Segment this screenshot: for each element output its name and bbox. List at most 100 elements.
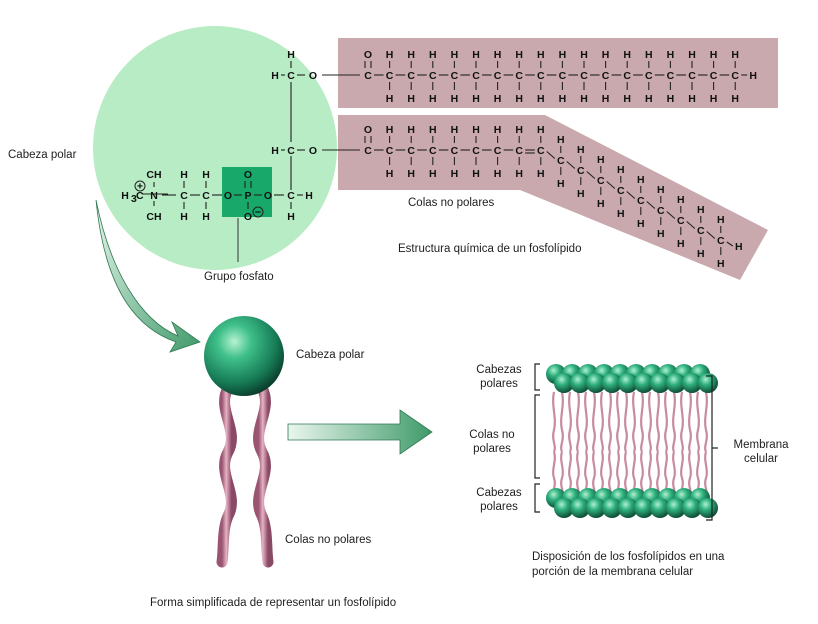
- negative-charge-icon: [252, 206, 264, 218]
- membrane-head-top-front: [666, 373, 686, 393]
- label-grupo-fosfato: Grupo fosfato: [204, 271, 274, 283]
- membrane-tail-upper: [664, 391, 668, 453]
- membrane-head-bottom-front: [570, 498, 590, 518]
- atom-o: O: [364, 49, 372, 61]
- atom-h: H: [451, 124, 459, 136]
- membrane-head-bottom-front: [682, 498, 702, 518]
- membrane-tail-upper: [688, 391, 692, 453]
- atom-h: H: [429, 124, 437, 136]
- atom-h: H: [617, 164, 625, 176]
- atom-h: H: [537, 49, 545, 61]
- atom-h: H: [667, 49, 675, 61]
- membrane-head-top-front: [682, 373, 702, 393]
- atom-c: C: [287, 190, 295, 202]
- membrane-head-bottom-front: [618, 498, 638, 518]
- atom-h: H: [407, 93, 415, 105]
- label-estructura-quimica: Estructura química de un fosfolípido: [398, 243, 582, 255]
- tail-band-lower: [338, 115, 768, 280]
- atom-c: C: [287, 70, 295, 82]
- atom-h: H: [494, 124, 502, 136]
- atom-h: H: [657, 184, 665, 196]
- atom-h: H: [407, 124, 415, 136]
- atom-c: C: [688, 70, 696, 82]
- atom-h: H: [429, 168, 437, 180]
- atom-h: H: [180, 169, 188, 181]
- atom-h: H: [537, 124, 545, 136]
- membrane-head-bottom-front: [650, 498, 670, 518]
- atom-h: H: [645, 49, 653, 61]
- membrane-tail-upper: [584, 391, 588, 453]
- membrane-tail-upper: [672, 391, 676, 453]
- membrane-tail-upper: [560, 391, 564, 453]
- bond: [566, 161, 576, 169]
- atom-c: C: [677, 215, 685, 227]
- atom-c-methyl: C: [136, 190, 144, 202]
- membrane-tail-upper: [696, 391, 700, 453]
- atom-h: H: [451, 49, 459, 61]
- bond: [706, 231, 716, 239]
- atom-h: H: [667, 93, 675, 105]
- atom-c: C: [515, 70, 523, 82]
- membrane-tail-upper: [600, 391, 604, 453]
- atom-h: H: [386, 49, 394, 61]
- atom-c: C: [494, 70, 502, 82]
- atom-h: H: [271, 70, 279, 82]
- atom-h: H: [287, 211, 295, 223]
- atom-c: C: [494, 145, 502, 157]
- atom-h: H: [271, 145, 279, 157]
- arrow-to-simplified: [95, 199, 201, 353]
- atom-h: H: [494, 93, 502, 105]
- membrane-bilayer: [546, 364, 718, 518]
- atom-h: H: [407, 168, 415, 180]
- membrane-head-bottom-front: [554, 498, 574, 518]
- membrane-tail-upper: [632, 391, 636, 453]
- membrane-tail-upper: [680, 391, 684, 453]
- atom-o: O: [244, 169, 252, 181]
- label-disposicion-1: Disposición de los fosfolípidos en una: [532, 551, 725, 563]
- atom-h: H: [494, 49, 502, 61]
- atom-c: C: [407, 70, 415, 82]
- membrane-head-bottom-front: [586, 498, 606, 518]
- atom-c: C: [731, 70, 739, 82]
- membrane-head-bottom-front: [634, 498, 654, 518]
- membrane-tail-upper: [608, 391, 612, 453]
- atom-h: H: [202, 211, 210, 223]
- membrane-head-top-front: [698, 373, 718, 393]
- atom-c: C: [407, 145, 415, 157]
- atom-h: H: [287, 49, 295, 61]
- atom-c: C: [637, 195, 645, 207]
- membrane-tail-upper: [552, 391, 556, 453]
- atom-c: C: [657, 205, 665, 217]
- atom-h: H: [386, 168, 394, 180]
- atom-h: H: [657, 228, 665, 240]
- atom-h: H: [559, 93, 567, 105]
- atom-h: H: [617, 208, 625, 220]
- atom-h: H: [717, 258, 725, 270]
- atom-h: H: [537, 168, 545, 180]
- bond: [546, 151, 556, 159]
- bond: [646, 201, 656, 209]
- atom-c: C: [667, 70, 675, 82]
- atom-h: H: [472, 93, 480, 105]
- membrane-tail-upper: [616, 391, 620, 453]
- atom-h: H: [637, 174, 645, 186]
- atom-h: H: [305, 190, 313, 202]
- atom-o: O: [309, 70, 317, 82]
- atom-h: H: [577, 188, 585, 200]
- atom-h: H: [602, 49, 610, 61]
- atom-h: H: [677, 238, 685, 250]
- membrane-tail-upper: [640, 391, 644, 453]
- atom-h: H: [731, 49, 739, 61]
- membrane-tail-upper: [704, 391, 708, 453]
- atom-c: C: [537, 145, 545, 157]
- atom-c: C: [386, 70, 394, 82]
- membrane-head-top-front: [618, 373, 638, 393]
- label-forma-simplificada: Forma simplificada de representar un fos…: [150, 597, 397, 609]
- membrane-tail-upper: [648, 391, 652, 453]
- atom-h: H: [697, 204, 705, 216]
- atom-c: C: [617, 185, 625, 197]
- atom-h: H: [515, 49, 523, 61]
- atom-h: H: [472, 49, 480, 61]
- atom-o: O: [364, 124, 372, 136]
